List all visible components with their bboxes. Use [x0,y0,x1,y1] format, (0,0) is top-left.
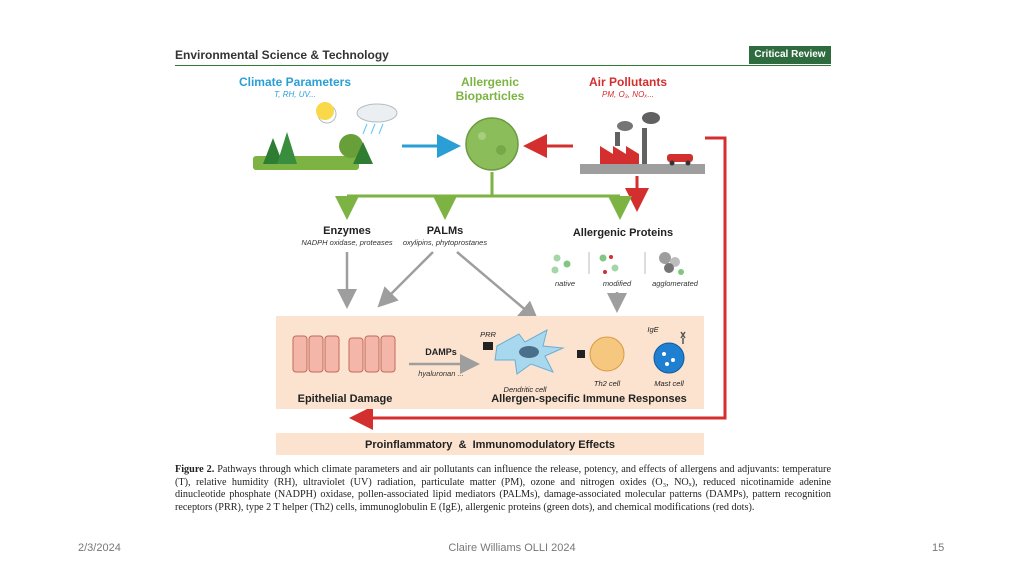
ige-label: IgE [647,325,659,334]
pollutants-subtitle: PM, O₃, NOₓ... [602,90,654,99]
journal-header: Environmental Science & Technology Criti… [175,46,831,66]
allergenic-title-line1: Allergenic [461,75,519,89]
proteins-title: Allergenic Proteins [573,227,673,239]
damps-label: DAMPs [425,347,457,357]
epithelial-cells-icon [292,335,396,373]
pollutants-node: Air Pollutants PM, O₃, NOₓ... [580,75,705,174]
proteins-native: native [555,279,575,288]
mast-cell-label: Mast cell [654,379,684,388]
response-panel [276,316,704,409]
th2-cell-icon [589,336,625,372]
review-badge: Critical Review [749,46,831,64]
proteins-modified: modified [603,279,632,288]
palms-title: PALMs [427,225,463,237]
effects-bar [276,433,704,455]
immune-responses-label: Allergen-specific Immune Responses [491,393,687,405]
journal-name: Environmental Science & Technology [175,48,389,62]
th2-cell-label: Th2 cell [594,379,621,388]
enzymes-title: Enzymes [323,225,371,237]
allergenic-title-line2: Bioparticles [456,89,525,103]
pollutants-title: Air Pollutants [589,75,667,89]
protein-dots [551,252,684,275]
hyaluronan-label: hyaluronan ... [418,369,463,378]
enzymes-subtitle: NADPH oxidase, proteases [301,238,393,247]
footer-date: 2/3/2024 [78,542,121,554]
effects-title: Proinflammatory & Immunomodulatory Effec… [365,439,615,451]
climate-landscape-icon [253,102,398,170]
mast-cell-icon [653,342,685,374]
climate-title: Climate Parameters [239,75,351,89]
pathway-diagram: Climate Parameters T, RH, UV... Allergen… [239,75,727,455]
footer-center: Claire Williams OLLI 2024 [448,542,576,554]
proteins-agglomerated: agglomerated [652,279,699,288]
arrow-pollutants-loop [349,136,727,430]
caption-label: Figure 2. [175,464,215,475]
dendritic-cell-label: Dendritic cell [504,385,547,394]
caption-text: Pathways through which climate parameter… [175,464,831,513]
gray-arrows [337,251,627,322]
prr-label: PRR [480,330,496,339]
palms-subtitle: oxylipins, phytoprostanes [403,238,487,247]
climate-node: Climate Parameters T, RH, UV... [239,75,398,170]
pollen-icon [465,117,519,171]
allergenic-node: Allergenic Bioparticles [456,75,525,171]
factory-icon [580,112,705,174]
footer-page-number: 15 [932,542,945,554]
figure: Environmental Science & Technology Criti… [175,46,831,526]
climate-subtitle: T, RH, UV... [274,90,316,99]
branch-arrows [335,172,632,220]
figure-caption: Figure 2. Pathways through which climate… [175,464,831,514]
epithelial-damage-label: Epithelial Damage [298,393,393,405]
